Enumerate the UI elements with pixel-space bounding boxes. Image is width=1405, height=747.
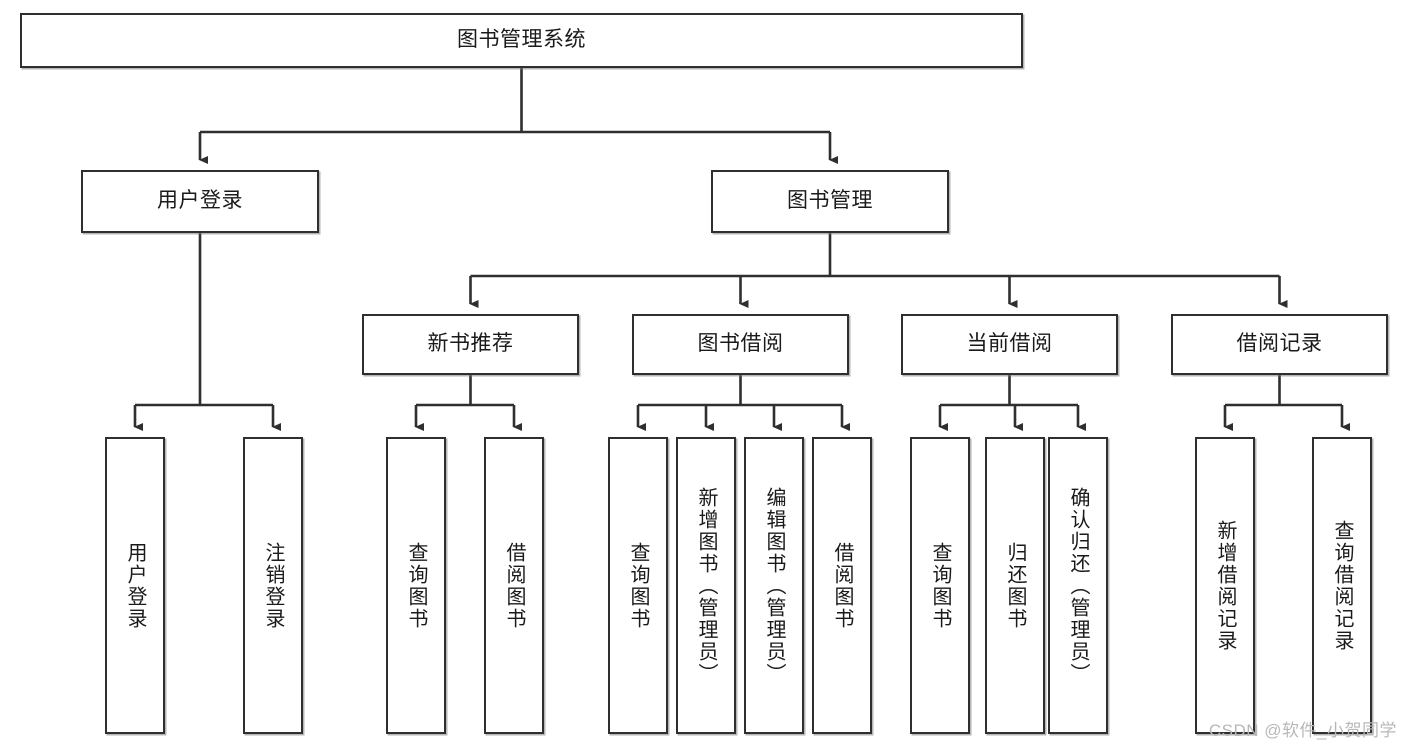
node-root[interactable]: 图书管理系统 xyxy=(20,13,1023,68)
node-label: 编辑图书（管理员） xyxy=(763,486,785,685)
node-current[interactable]: 当前借阅 xyxy=(901,314,1118,375)
node-label: 图书借阅 xyxy=(697,332,784,356)
node-leaf-query-record[interactable]: 查询借阅记录 xyxy=(1312,437,1372,734)
node-label: 图书管理 xyxy=(787,189,873,213)
node-records[interactable]: 借阅记录 xyxy=(1171,314,1388,375)
node-label: 借阅图书 xyxy=(503,541,525,630)
node-leaf-borrow-book-1[interactable]: 借阅图书 xyxy=(484,437,544,734)
node-leaf-borrow-book-2[interactable]: 借阅图书 xyxy=(812,437,872,734)
node-login[interactable]: 用户登录 xyxy=(81,170,319,233)
node-leaf-user-logout[interactable]: 注销登录 xyxy=(243,437,303,734)
node-bookmgmt[interactable]: 图书管理 xyxy=(711,170,949,233)
node-leaf-add-record[interactable]: 新增借阅记录 xyxy=(1195,437,1255,734)
node-leaf-return-book[interactable]: 归还图书 xyxy=(985,437,1045,734)
node-label: 借阅图书 xyxy=(831,541,853,630)
node-leaf-confirm-return[interactable]: 确认归还（管理员） xyxy=(1048,437,1108,734)
node-leaf-query-book-2[interactable]: 查询图书 xyxy=(608,437,668,734)
node-leaf-edit-book[interactable]: 编辑图书（管理员） xyxy=(744,437,804,734)
node-label: 归还图书 xyxy=(1004,541,1026,630)
node-newbook[interactable]: 新书推荐 xyxy=(362,314,579,375)
node-leaf-query-book-1[interactable]: 查询图书 xyxy=(386,437,446,734)
node-label: 查询图书 xyxy=(405,541,427,630)
node-label: 用户登录 xyxy=(157,189,243,213)
node-label: 新书推荐 xyxy=(427,332,514,356)
node-label: 借阅记录 xyxy=(1236,332,1323,356)
node-label: 当前借阅 xyxy=(966,332,1053,356)
node-label: 查询图书 xyxy=(627,541,649,630)
node-leaf-query-book-3[interactable]: 查询图书 xyxy=(910,437,970,734)
node-leaf-user-login[interactable]: 用户登录 xyxy=(105,437,165,734)
node-leaf-add-book[interactable]: 新增图书（管理员） xyxy=(676,437,736,734)
node-label: 图书管理系统 xyxy=(457,28,586,52)
node-label: 新增图书（管理员） xyxy=(695,486,717,685)
node-label: 查询图书 xyxy=(929,541,951,630)
node-label: 查询借阅记录 xyxy=(1331,519,1353,652)
node-label: 确认归还（管理员） xyxy=(1067,486,1089,685)
node-label: 用户登录 xyxy=(124,541,146,630)
node-label: 注销登录 xyxy=(262,541,284,630)
node-borrow[interactable]: 图书借阅 xyxy=(632,314,849,375)
node-label: 新增借阅记录 xyxy=(1214,519,1236,652)
